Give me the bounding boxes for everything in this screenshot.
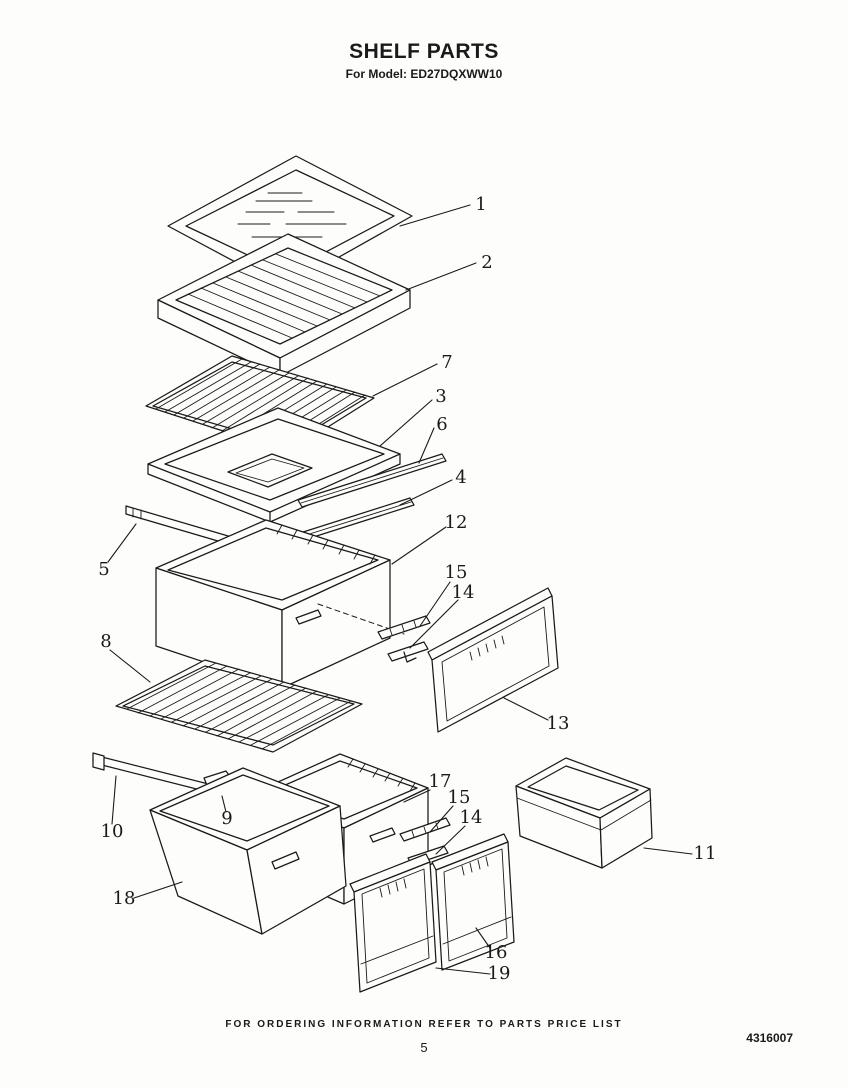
model-line: For Model: ED27DQXWW10 (345, 67, 503, 81)
part-drawer-front-16 (431, 833, 515, 971)
part-crisper-pan-18 (149, 767, 347, 935)
part-drawer-front-19 (349, 853, 437, 993)
callout-14-upper: 14 (452, 582, 475, 603)
leader-lines (107, 204, 693, 975)
callout-2: 2 (481, 252, 492, 273)
callout-17: 17 (429, 771, 452, 792)
callout-6: 6 (436, 414, 447, 435)
doc-number: 4316007 (746, 1031, 793, 1045)
ordering-note: FOR ORDERING INFORMATION REFER TO PARTS … (225, 1019, 623, 1030)
part-crisper-drawer (155, 519, 405, 689)
page-number: 5 (420, 1040, 428, 1055)
callout-15-lower: 15 (448, 787, 471, 808)
part-drawer-front-13 (427, 587, 559, 733)
callout-14-lower: 14 (460, 807, 483, 828)
callout-13: 13 (547, 713, 570, 734)
callout-8: 8 (100, 631, 111, 652)
page-title: SHELF PARTS (349, 40, 499, 63)
part-trim-strip-upper (297, 453, 447, 508)
callout-18: 18 (113, 888, 136, 909)
callout-19: 19 (488, 963, 511, 984)
callout-labels: 1 2 7 3 6 4 5 12 15 14 8 13 17 15 14 10 … (98, 194, 716, 984)
callout-7: 7 (441, 352, 452, 373)
callout-5: 5 (98, 559, 109, 580)
callout-9: 9 (221, 808, 232, 829)
callout-12: 12 (445, 512, 468, 533)
part-support-bracket-upper (377, 615, 431, 640)
callout-10: 10 (101, 821, 124, 842)
callout-3: 3 (435, 386, 446, 407)
callout-11: 11 (694, 843, 717, 864)
part-framed-shelf (157, 233, 411, 377)
callout-1: 1 (475, 194, 486, 215)
part-ice-bin (515, 757, 653, 869)
page-header: SHELF PARTS For Model: ED27DQXWW10 (0, 40, 848, 81)
callout-16: 16 (485, 942, 508, 963)
part-shelf-frame-mid (147, 407, 401, 523)
callout-15-upper: 15 (445, 562, 468, 583)
callout-4: 4 (455, 467, 466, 488)
part-drawer-support-upper (387, 641, 429, 663)
part-wire-shelf-lower (115, 659, 363, 753)
